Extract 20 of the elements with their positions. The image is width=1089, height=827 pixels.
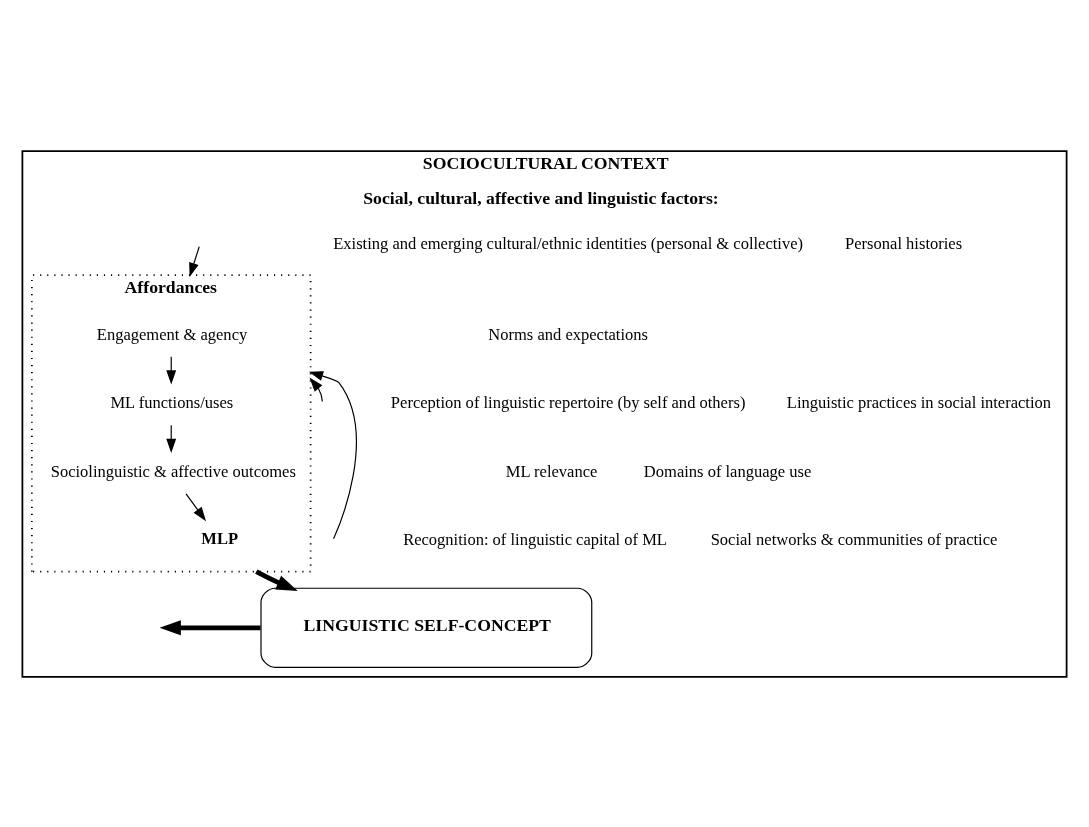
arrow (255, 569, 298, 591)
label: Personal histories (845, 233, 963, 253)
arrow (185, 492, 206, 521)
label: Perception of linguistic repertoire (by self and others) (390, 392, 746, 412)
node-box: LINGUISTIC SELF-CONCEPT (260, 587, 593, 668)
arrow (189, 245, 200, 277)
arrow (159, 619, 261, 635)
label: Existing and emerging cultural/ethnic identities (personal & collective) (333, 233, 804, 253)
label: Recognition: of linguistic capital of ML (403, 529, 667, 549)
node-text: MLP (201, 528, 239, 548)
label: Domains of language use (643, 461, 812, 481)
arrow (309, 377, 323, 402)
label: Norms and expectations (488, 324, 648, 344)
node-text: Engagement & agency (96, 324, 248, 344)
node-text: Sociolinguistic & affective outcomes (50, 461, 296, 481)
label: Linguistic practices in social interaction (786, 392, 1052, 412)
node-text: ML functions/uses (110, 392, 234, 412)
label: ML relevance (505, 461, 598, 481)
label: Social networks & communities of practice (710, 529, 998, 549)
arrow (308, 370, 357, 539)
